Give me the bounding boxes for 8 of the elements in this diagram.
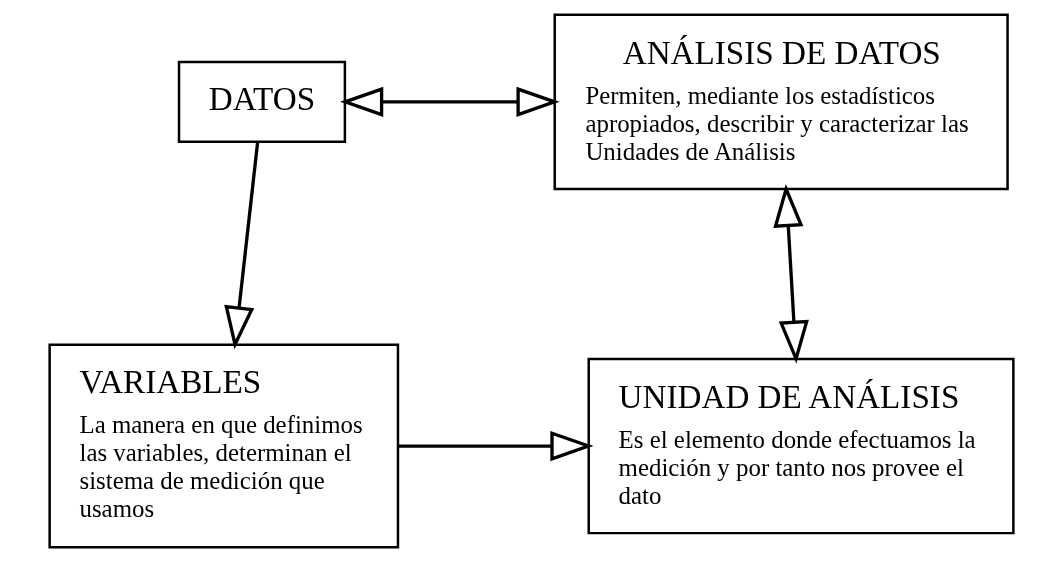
arrow bbox=[340, 86, 560, 117]
node-box: ANÁLISIS DE DATOS Permiten, mediante los estadísticos apropiados, describir y caracterizar las Unidades de Análisis bbox=[553, 13, 1009, 191]
arrow bbox=[398, 430, 594, 462]
arrow bbox=[773, 184, 809, 364]
arrow bbox=[224, 141, 260, 350]
node-box: VARIABLES La manera en que definimos las variables, determinan el sistema de medición que usamos bbox=[48, 343, 400, 549]
node-box: DATOS bbox=[177, 60, 347, 143]
node-box: UNIDAD DE ANÁLISIS Es el elemento donde efectuamos la medición y por tanto nos provee el dato bbox=[587, 357, 1015, 535]
